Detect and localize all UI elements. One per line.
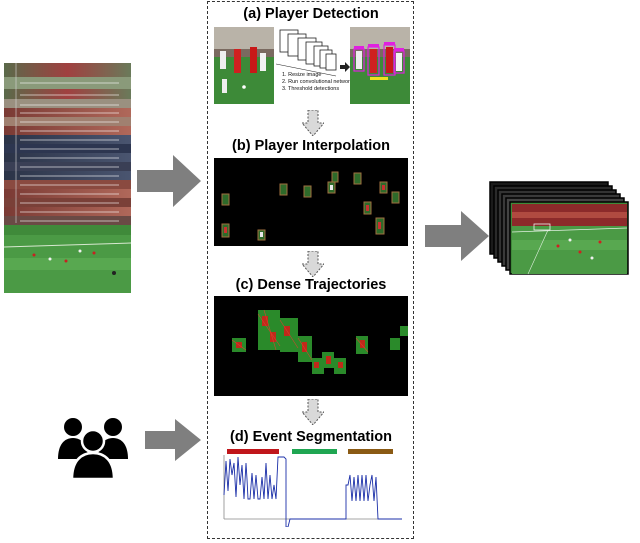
trajectories-panel (214, 296, 408, 396)
pipeline-box (207, 1, 414, 539)
detection-step-3: 3. Threshold detections (282, 86, 340, 92)
down-arrow-b-c (302, 251, 324, 277)
input-video-frames (3, 63, 132, 293)
event-segmentation-signal (223, 455, 402, 527)
conv-network-diagram (276, 29, 337, 77)
output-frames-stack-icon (489, 181, 629, 275)
interpolation-panel (214, 158, 408, 246)
annotators-to-pipeline-arrow (145, 419, 201, 461)
interpolated-player-boxes (221, 171, 400, 241)
pipeline-to-output-arrow (425, 211, 489, 261)
event-bar-3 (348, 449, 393, 454)
event-bar-1 (227, 449, 279, 454)
detection-input-frame (214, 27, 274, 104)
detection-step-2: 2. Run convolutional network (282, 79, 353, 85)
stage-title-event-segmentation: (d) Event Segmentation (230, 429, 392, 445)
detection-step-1: 1. Resize image (282, 72, 322, 78)
detection-output-frame (350, 27, 410, 104)
down-arrow-a-b (302, 110, 324, 136)
stage-title-player-interpolation: (b) Player Interpolation (232, 138, 390, 154)
stage-title-dense-trajectories: (c) Dense Trajectories (235, 277, 387, 293)
input-to-pipeline-arrow (137, 155, 201, 207)
stage-title-player-detection: (a) Player Detection (243, 6, 379, 22)
video-frames-stack-icon (3, 63, 132, 293)
down-arrow-c-d (302, 399, 324, 425)
detection-arrow-icon (340, 62, 350, 72)
people-group-icon (58, 418, 128, 481)
event-bar-2 (292, 449, 337, 454)
detection-figure: 1. Resize image 2. Run convolutional net… (214, 26, 410, 106)
dense-trajectory-clusters (231, 309, 408, 374)
output-front-frame (511, 204, 628, 275)
